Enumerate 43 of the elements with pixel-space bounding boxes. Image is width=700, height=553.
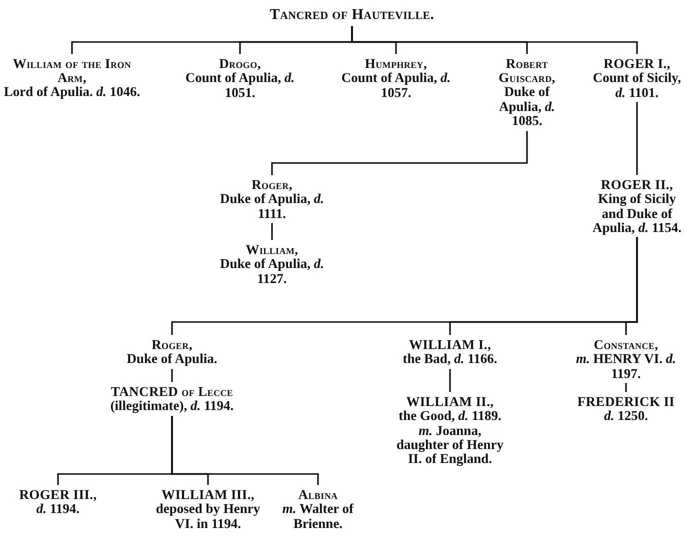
lineage-line [625, 237, 638, 335]
person-details: Count of Apulia, d. 1051. [184, 71, 296, 100]
person-name: WILLIAM III., [162, 488, 254, 502]
lineage-line [636, 102, 638, 175]
person-details: King of Sicily and Duke of Apulia, d. 1154. [592, 192, 682, 236]
person-details: Duke of Apulia, d. 1127. [219, 257, 325, 286]
person-name: WILLIAM II., [406, 395, 494, 410]
person-name: TANCRED of Lecce [110, 385, 234, 400]
person-name: Drogo, [219, 57, 261, 72]
lineage-line [171, 369, 173, 382]
person-name: FREDERICK II [577, 395, 675, 410]
person-name: Constance, [594, 338, 658, 352]
person-details: the Bad, d. 1166. [402, 352, 498, 367]
person-details: d. 1194. [36, 502, 80, 517]
person-name: William, [246, 243, 298, 258]
person-details: deposed by Henry VI. in 1194. [154, 502, 262, 532]
person-name: Roger, [252, 178, 292, 192]
person-name: Tancred of Hauteville. [270, 8, 434, 24]
lineage-line [271, 223, 273, 240]
person-name: ROGER III., [19, 488, 97, 502]
person-details: Count of Sicily, d. 1101. [592, 71, 682, 100]
person-details: m. HENRY VI. d. 1197. [574, 352, 678, 382]
person-name: Robert Guiscard, [498, 57, 556, 86]
person-details: m. Walter of Brienne. [281, 502, 355, 532]
person-name: Albina [298, 488, 338, 502]
person-details: Count of Apulia, d. 1057. [340, 71, 452, 100]
lineage-line [625, 383, 627, 392]
person-name: Roger, [152, 338, 192, 352]
person-details: (illegitimate), d. 1194. [110, 399, 234, 414]
person-details: Duke of Apulia, d. 1111. [219, 192, 325, 222]
lineage-line [351, 26, 638, 54]
person-name: ROGER II., [600, 178, 674, 192]
person-details: Lord of Apulia. d. 1046. [4, 85, 140, 100]
lineage-line [271, 131, 528, 175]
lineage-line [171, 416, 319, 485]
person-details: Duke of Apulia. [126, 352, 218, 367]
person-details: d. 1250. [604, 409, 648, 424]
person-name: Humphrey, [364, 57, 428, 72]
person-name: ROGER I., [604, 57, 670, 72]
lineage-line [449, 369, 451, 392]
person-details: Duke of Apulia, d. 1085. [498, 85, 556, 129]
person-details: the Good, d. 1189. m. Joanna, daughter of Henry II. of England. [396, 409, 504, 467]
person-name: WILLIAM I., [408, 338, 492, 352]
